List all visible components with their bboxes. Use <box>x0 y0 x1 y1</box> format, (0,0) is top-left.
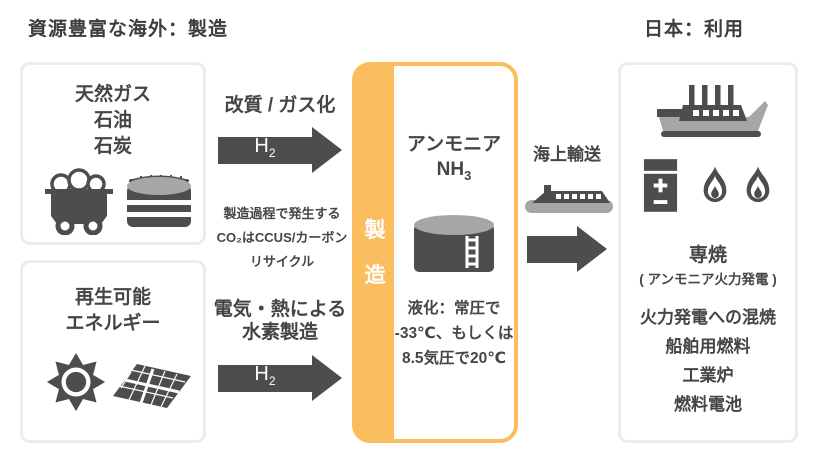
sun-icon <box>45 351 107 413</box>
liquefaction-line-2: -33℃、もしくは <box>394 325 514 342</box>
ammonia-name: アンモニア <box>406 134 502 155</box>
usage-panel: 専焼 ( アンモニア火力発電 ) 火力発電への混焼 船舶用燃料 工業炉 燃料電池 <box>618 62 798 443</box>
flame-icon <box>698 163 732 210</box>
use-item-cofiring: 火力発電への混焼 <box>640 308 776 327</box>
arrow-head-icon <box>312 355 342 401</box>
main-use-note: ( アンモニア火力発電 ) <box>639 272 777 287</box>
production-band-char-2: 造 <box>364 263 386 287</box>
fossil-line-oil: 石油 <box>93 110 132 131</box>
japan-section-title: 日本：利用 <box>644 19 745 40</box>
main-use-label: 専焼 <box>688 245 727 266</box>
production-band: 製 造 <box>356 66 394 439</box>
fossil-line-coal: 石炭 <box>93 136 132 157</box>
overseas-section-title: 資源豊富な海外：製造 <box>28 19 229 40</box>
battery-icon <box>641 155 680 214</box>
production-band-char-1: 製 <box>364 218 386 242</box>
production-inner: アンモニア NH3 液化：常圧で -33℃、もしくは 8.5気圧で2 <box>394 66 514 439</box>
fossil-line-natural-gas: 天然ガス <box>74 84 151 105</box>
co2-note-line-1: 製造過程で発生する <box>223 206 341 221</box>
electrolysis-label-line-2: 水素製造 <box>241 322 318 343</box>
flame-icon <box>741 163 775 210</box>
liquefaction-line-1: 液化：常圧で <box>407 300 501 317</box>
electrolysis-h2-arrow-icon: H2 <box>218 355 342 401</box>
electrolysis-label-line-1: 電気・熱による <box>213 299 347 320</box>
cargo-ship-large-icon <box>653 81 769 139</box>
coal-cart-icon <box>41 165 117 235</box>
marine-transport-label: 海上輸送 <box>533 145 601 164</box>
co2-ccus-note: 製造過程で発生する CO₂はCCUS/カーボン リサイクル <box>206 202 358 274</box>
arrow-head-icon <box>312 127 342 173</box>
reform-h2-label: H2 <box>254 135 276 160</box>
liquefaction-note: 液化：常圧で -33℃、もしくは 8.5気圧で20℃ <box>394 296 514 371</box>
electrolysis-h2-label: H2 <box>254 363 276 388</box>
renewable-line-1: 再生可能 <box>74 287 151 308</box>
fossil-resources-labels: 天然ガス 石油 石炭 <box>23 82 203 160</box>
ammonia-title: アンモニア NH3 <box>394 132 514 188</box>
ammonia-tank-icon <box>408 206 500 280</box>
other-uses-list: 火力発電への混焼 船舶用燃料 工業炉 燃料電池 <box>621 303 795 419</box>
use-item-industrial-furnace: 工業炉 <box>682 366 734 385</box>
reform-h2-arrow-icon: H2 <box>218 127 342 173</box>
ammonia-formula: NH3 <box>436 159 472 183</box>
electrolysis-arrow-label: 電気・熱による 水素製造 <box>200 298 360 344</box>
ammonia-production-panel: 製 造 アンモニア NH3 液化：常圧 <box>352 62 518 443</box>
solar-panel-icon <box>109 357 195 415</box>
use-item-fuel-cell: 燃料電池 <box>674 395 742 414</box>
oil-tank-icon <box>123 171 195 233</box>
transport-arrow-icon <box>527 226 607 272</box>
use-item-marine-fuel: 船舶用燃料 <box>665 337 751 356</box>
co2-note-line-3: リサイクル <box>249 254 315 269</box>
fossil-resources-panel: 天然ガス 石油 石炭 <box>20 62 206 245</box>
renewable-labels: 再生可能 エネルギー <box>23 285 203 337</box>
arrow-head-icon <box>577 226 607 272</box>
liquefaction-line-3: 8.5気圧で20℃ <box>401 350 507 367</box>
cargo-ship-small-icon <box>524 179 614 215</box>
co2-note-line-2: CO₂はCCUS/カーボン <box>216 230 348 245</box>
renewable-energy-panel: 再生可能 エネルギー <box>20 260 206 443</box>
reform-arrow-label: 改質 / ガス化 <box>224 95 336 116</box>
renewable-line-2: エネルギー <box>65 313 161 334</box>
